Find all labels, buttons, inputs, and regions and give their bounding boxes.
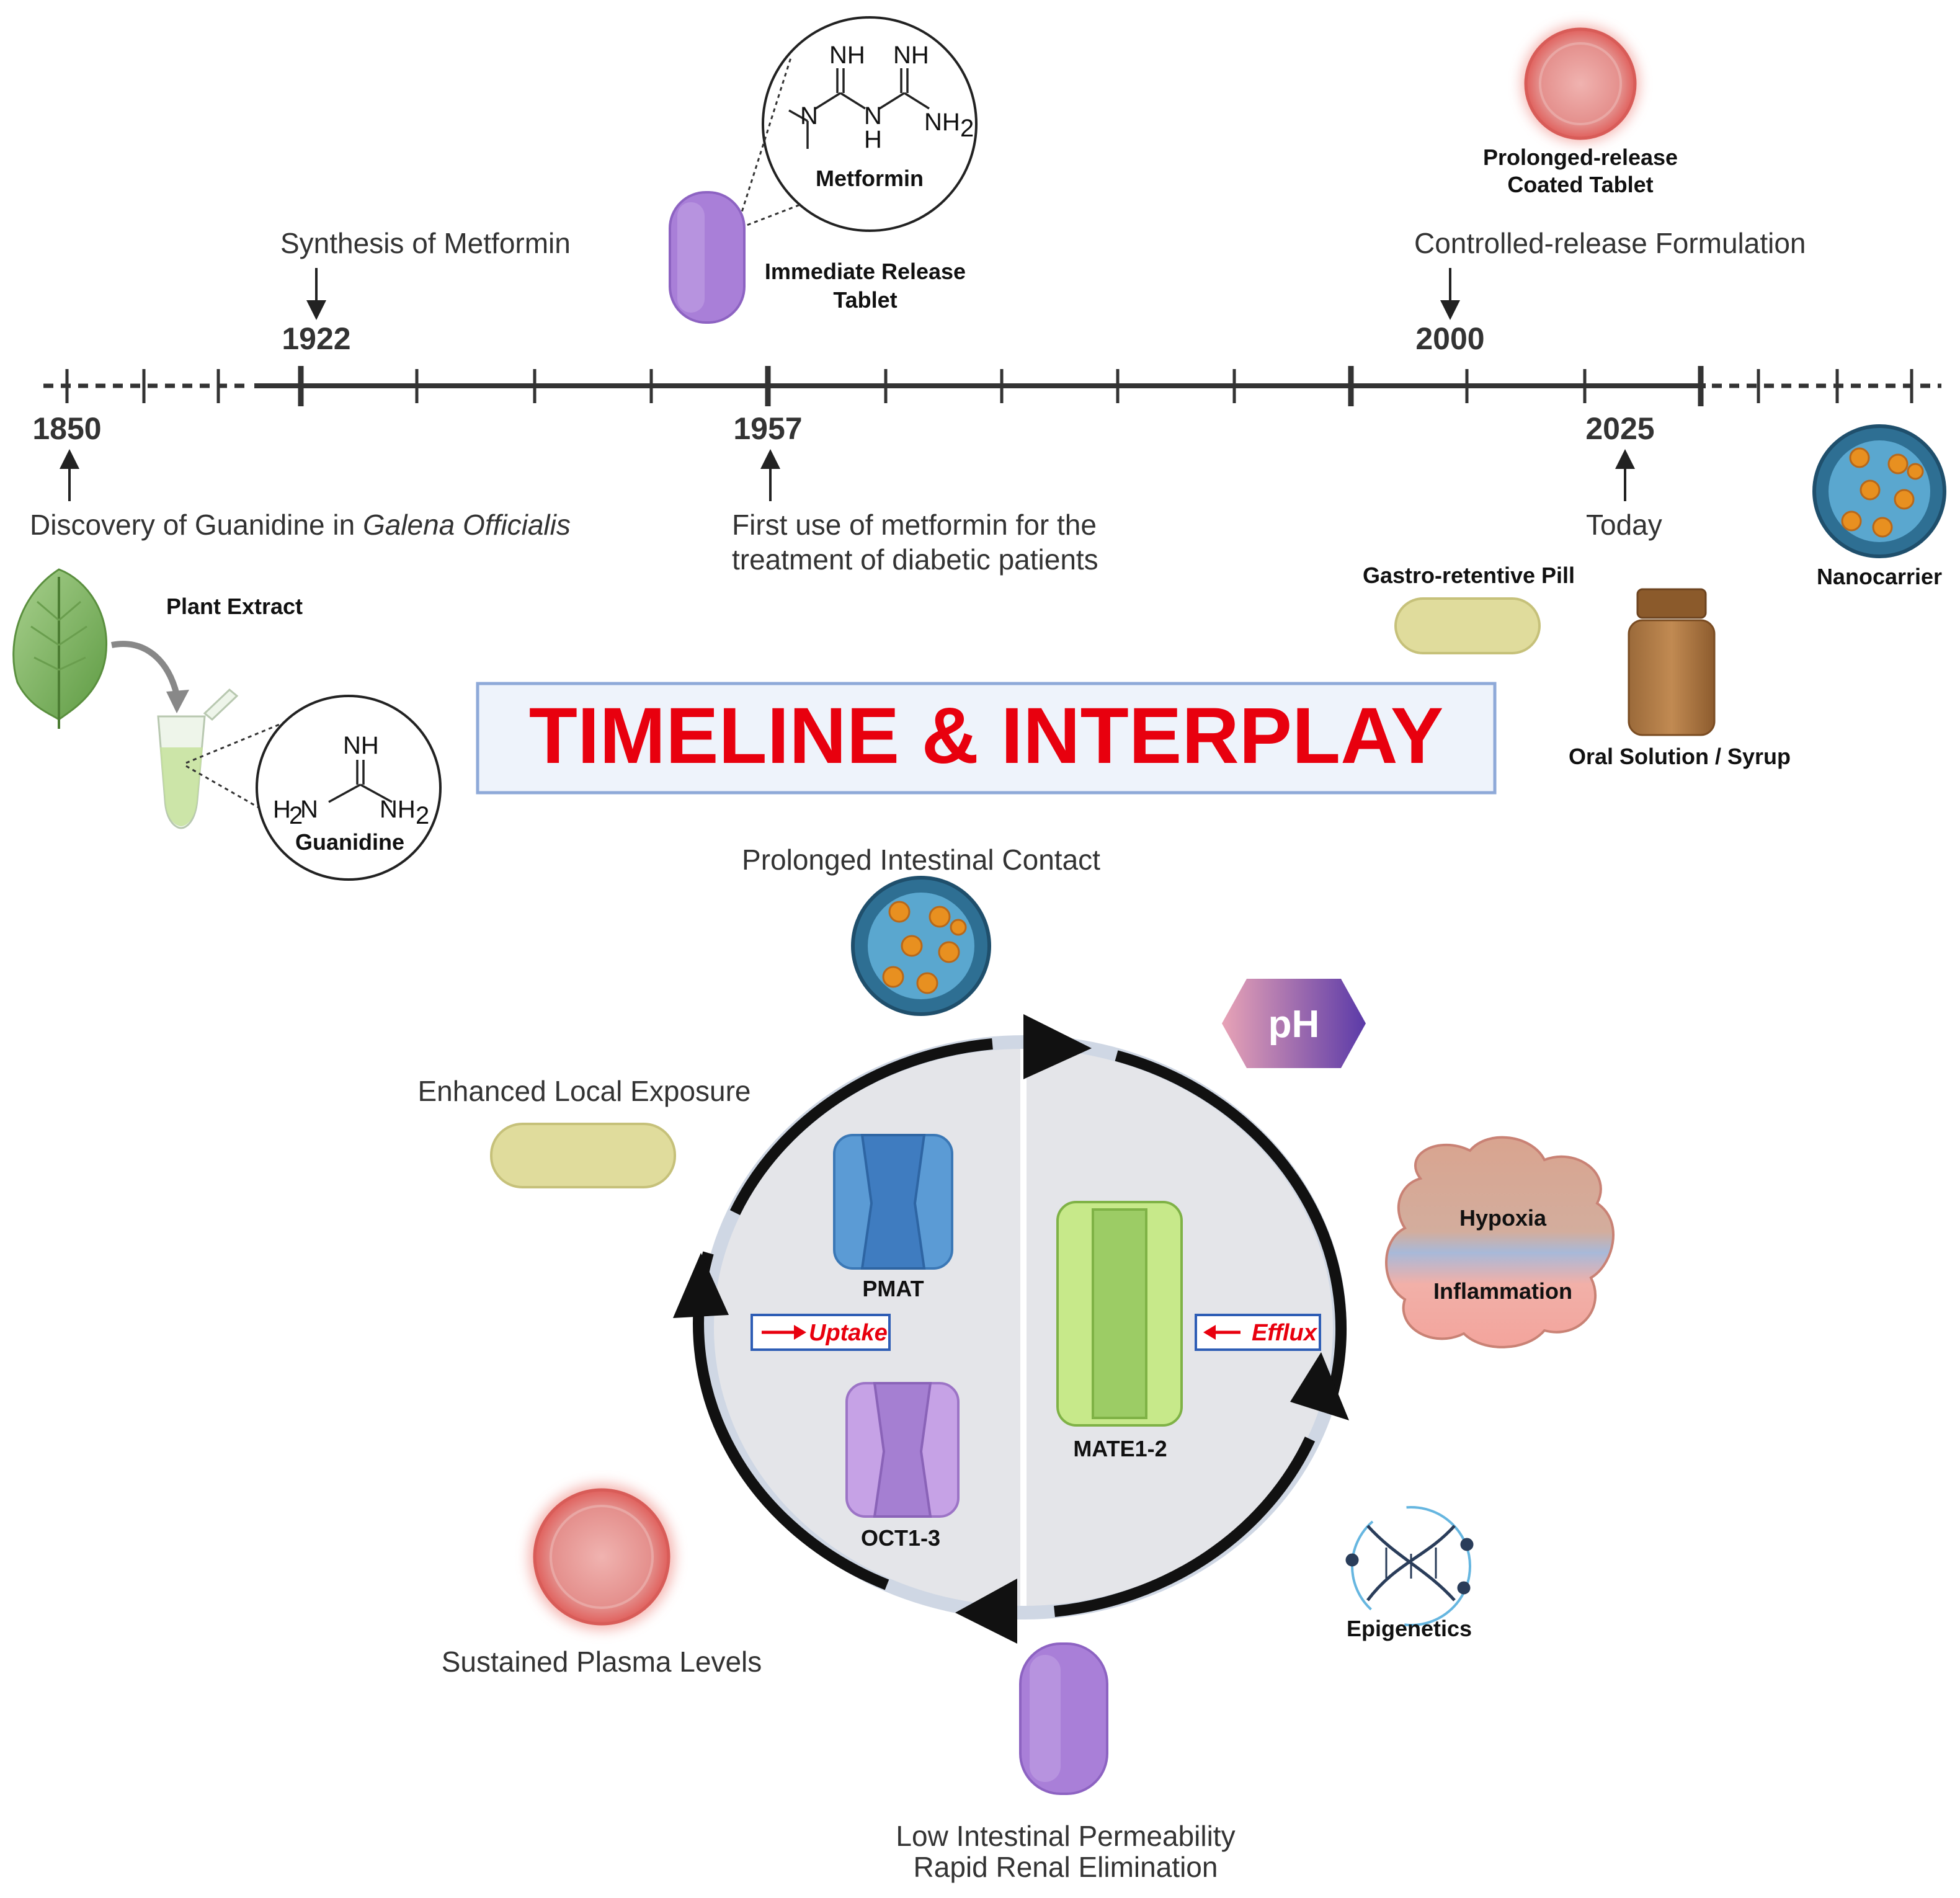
mate-label: MATE1-2 [1073,1436,1167,1461]
svg-text:NH: NH [829,42,865,69]
svg-text:NH: NH [380,796,416,823]
nanocarrier-center-icon [851,876,991,1016]
event-today: Today [1586,509,1662,541]
enhanced-exposure-pill-icon [490,1123,676,1188]
hypoxia-label: Hypoxia [1459,1205,1547,1231]
leaf-icon [12,568,107,729]
event-controlled-release: Controlled-release Formulation [1414,227,1806,259]
svg-text:2: 2 [416,802,429,829]
year-2000: 2000 [1415,321,1484,356]
low-permeability-label: Low Intestinal Permeability [896,1820,1235,1852]
pmat-label: PMAT [862,1276,924,1301]
prolonged-release-label-line1: Prolonged-release [1483,145,1678,170]
tissue-hypoxia-inflammation-icon [1385,1136,1615,1348]
sustained-plasma-tablet-icon [533,1488,670,1626]
year-1850: 1850 [32,411,101,446]
cycle-arrow-left [673,1253,729,1318]
efflux-label: Efflux [1252,1320,1318,1346]
year-1922: 1922 [282,321,350,356]
oral-solution-bottle-icon [1628,588,1716,736]
test-tube-icon [157,688,239,829]
cycle-arrow-right [1290,1352,1349,1420]
event-discovery: Discovery of Guanidine in Galena Officia… [30,509,571,541]
immediate-release-label-line1: Immediate Release [765,259,966,284]
svg-text:N: N [864,102,882,130]
svg-text:2: 2 [960,115,974,142]
prolonged-contact-label: Prolonged Intestinal Contact [742,844,1100,876]
extraction-arrow [111,641,180,696]
cycle-arrow-top [1023,1014,1092,1079]
prolonged-release-label-line2: Coated Tablet [1507,172,1653,197]
dna-epigenetics-icon [1345,1506,1474,1626]
title-box [476,682,1497,795]
nanocarrier-label: Nanocarrier [1817,564,1942,589]
svg-text:NH: NH [924,109,960,136]
enhanced-exposure-label: Enhanced Local Exposure [417,1075,751,1107]
prolonged-release-tablet-icon [1524,27,1637,140]
uptake-label: Uptake [809,1320,888,1346]
oct-transporter-icon [845,1382,960,1518]
oral-solution-label: Oral Solution / Syrup [1569,744,1791,769]
metformin-label: Metformin [816,166,924,191]
svg-text:NH: NH [343,732,379,759]
gastro-retentive-pill-icon [1394,597,1541,654]
inflammation-label: Inflammation [1433,1278,1572,1304]
ph-label: pH [1268,1003,1320,1046]
rapid-elimination-label: Rapid Renal Elimination [914,1851,1218,1883]
svg-text:2: 2 [289,802,303,829]
svg-text:H: H [864,126,882,153]
svg-text:H: H [273,796,291,823]
plant-extract-label: Plant Extract [166,594,303,619]
mate-transporter-icon [1056,1201,1183,1427]
epigenetics-label: Epigenetics [1347,1616,1472,1641]
nanocarrier-icon [1812,424,1946,558]
uptake-box: Uptake [751,1314,891,1351]
timeline-axis [43,366,1941,406]
ph-hexagon-icon [1222,979,1366,1068]
svg-text:N: N [300,796,318,823]
event-first-use-line1: First use of metformin for the [732,509,1097,541]
cycle-arrow-bottom [955,1579,1017,1644]
page-title: TIMELINE & INTERPLAY [529,692,1444,780]
event-arrows [60,268,1635,501]
svg-text:N: N [800,102,818,130]
pmat-transporter-icon [833,1134,953,1270]
year-1957: 1957 [733,411,802,446]
gastro-retentive-label: Gastro-retentive Pill [1363,563,1575,588]
oct-label: OCT1-3 [861,1525,940,1551]
sustained-levels-label: Sustained Plasma Levels [442,1646,762,1678]
event-first-use-line2: treatment of diabetic patients [732,543,1098,576]
event-synthesis: Synthesis of Metformin [280,227,571,259]
year-2025: 2025 [1585,411,1654,446]
svg-text:NH: NH [893,42,929,69]
immediate-release-label-line2: Tablet [833,287,897,313]
efflux-box: Efflux [1195,1314,1321,1351]
guanidine-label: Guanidine [295,829,404,855]
